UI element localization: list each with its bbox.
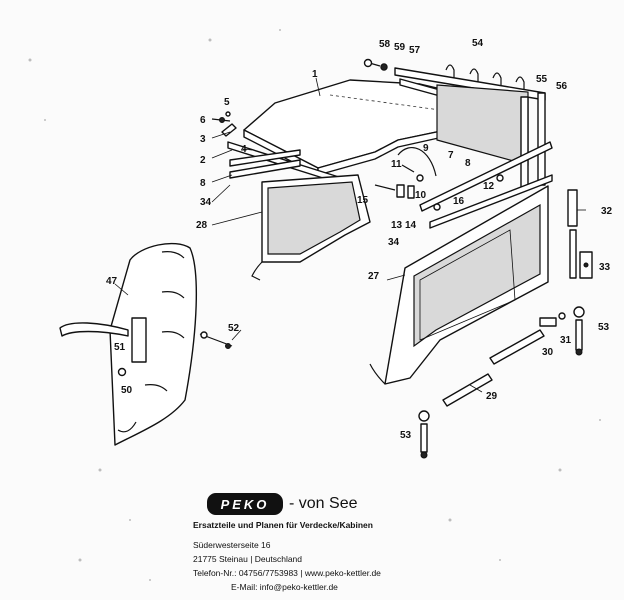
rear-frame [394,64,546,190]
callout-33: 33 [599,262,611,273]
callout-10: 10 [415,190,427,201]
callout-47: 47 [106,276,118,287]
callout-31: 31 [560,335,572,346]
callout-5: 5 [224,97,230,108]
scan-noise [28,29,601,581]
callout-6: 6 [200,115,206,126]
address-street: Süderwesterseite 16 [193,540,271,550]
callout-14: 14 [405,220,417,231]
latch-33 [579,251,593,279]
company-tagline: Ersatzteile und Planen für Verdecke/Kabi… [193,520,373,530]
brand-row: PEKO - von See [207,493,493,515]
callout-8-left: 8 [200,178,206,189]
callout-30: 30 [542,347,554,358]
callout-55: 55 [536,74,548,85]
bracket-set [374,184,415,199]
callout-16: 16 [453,196,465,207]
callout-13: 13 [391,220,403,231]
callout-27: 27 [368,271,380,282]
cross-bars [419,141,553,229]
hinge-set-52 [199,331,233,349]
callout-12: 12 [483,181,495,192]
contact-phone-web: Telefon-Nr.: 04756/7753983 | www.peko-ke… [193,568,381,578]
callout-53-right: 53 [598,322,610,333]
callout-2: 2 [200,155,206,166]
right-side-door [369,185,549,385]
callout-8-right: 8 [465,158,471,169]
callout-54: 54 [472,38,484,49]
contact-email: E-Mail: info@peko-kettler.de [231,582,338,592]
callout-7: 7 [448,150,454,161]
peko-logo: PEKO [207,493,283,515]
callout-28: 28 [196,220,208,231]
strap-32 [567,189,578,279]
callout-59: 59 [394,42,406,53]
brand-suffix: - von See [289,495,358,512]
address-city: 21775 Steinau | Deutschland [193,554,303,564]
callout-56: 56 [556,81,568,92]
grab-handle [397,146,437,182]
callout-34-left: 34 [200,197,212,208]
callout-57: 57 [409,45,421,56]
callout-15: 15 [357,195,369,206]
left-door-panel [59,242,197,446]
lower-bars [418,306,585,459]
callout-52: 52 [228,323,240,334]
callout-9: 9 [423,143,429,154]
company-footer: PEKO - von See Ersatzteile und Planen fü… [193,493,493,594]
left-side-panel [251,174,371,281]
callout-3: 3 [200,134,206,145]
callout-51: 51 [114,342,126,353]
callout-4: 4 [241,144,247,155]
leader-lines [114,77,586,393]
callout-50: 50 [121,385,133,396]
callout-34-right: 34 [388,237,400,248]
callout-29: 29 [486,391,498,402]
bolt-set-58-59 [363,58,388,71]
callout-58: 58 [379,39,391,50]
callout-53-bottom: 53 [400,430,412,441]
callout-1: 1 [312,69,318,80]
callout-32: 32 [601,206,613,217]
screw-set-5-6 [211,111,231,123]
callout-11: 11 [391,159,402,170]
